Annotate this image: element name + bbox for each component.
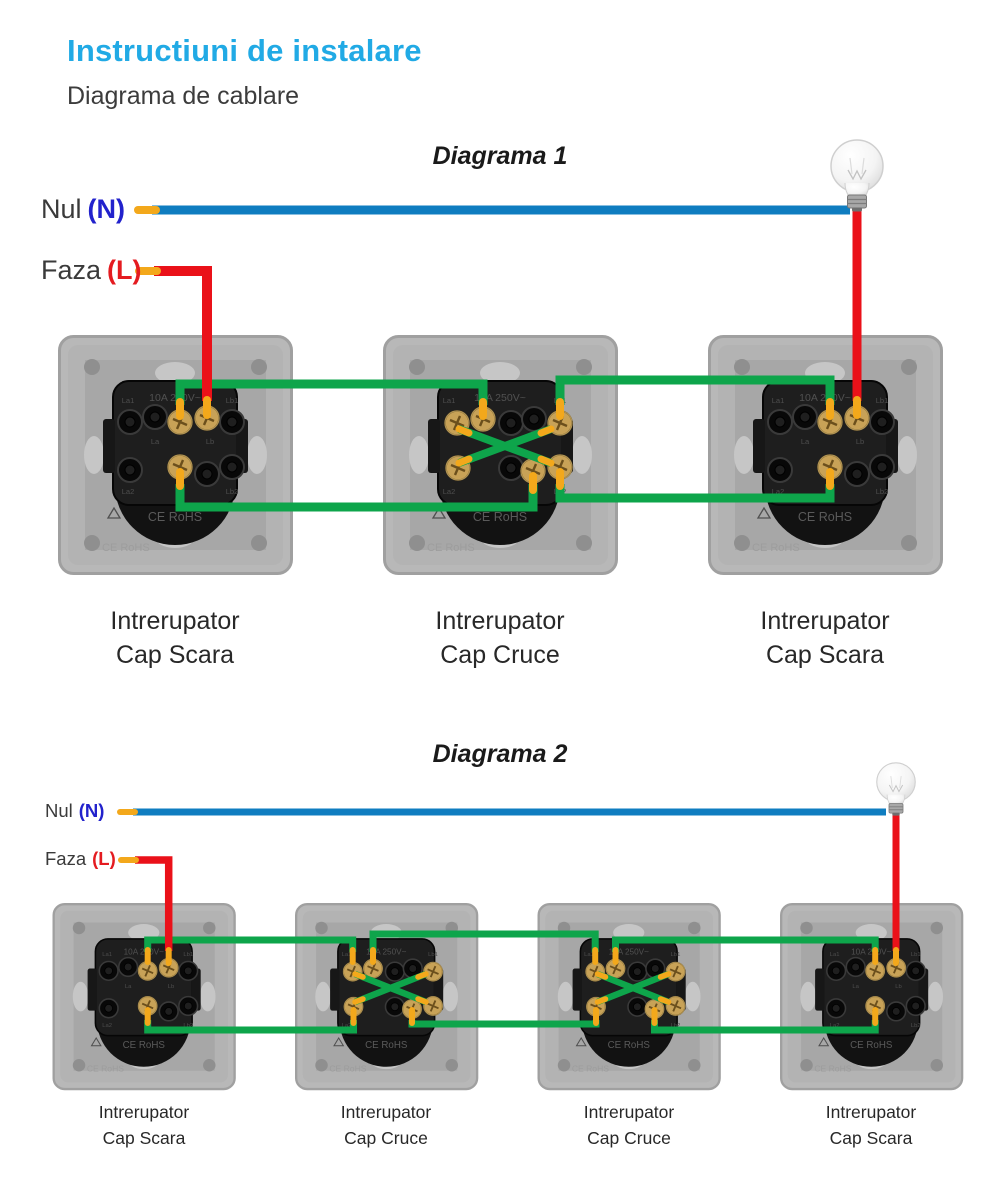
light-bulb-icon: [876, 762, 916, 817]
page-title: Instructiuni de instalare: [67, 33, 422, 68]
switch-label-line2: Cap Scara: [115, 641, 235, 669]
switch-label-line1: Intrerupator: [110, 607, 240, 635]
traveler-wire-top: [144, 936, 357, 952]
switch-device-scara: [781, 904, 962, 1089]
diagram1-title: Diagrama 1: [432, 142, 568, 170]
switch-label-line1: Intrerupator: [583, 1102, 675, 1122]
neutral-code: (N): [87, 194, 125, 224]
wire-tips: [134, 206, 861, 494]
phase-feed-wire: [135, 856, 173, 951]
phase-name: Faza: [45, 848, 87, 869]
page-subtitle: Diagrama de cablare: [67, 82, 300, 110]
phase-code: (L): [107, 255, 142, 285]
phase-label: Faza(L): [41, 255, 142, 286]
switch-device-scara: [710, 337, 942, 574]
switch-label-line2: Cap Cruce: [440, 641, 560, 669]
traveler-wire-top: [175, 379, 488, 405]
neutral-code: (N): [78, 800, 105, 821]
crossover-wire-tips: [455, 425, 555, 467]
diagram2-title: Diagrama 2: [432, 740, 568, 768]
switch-label-line2: Cap Scara: [102, 1128, 186, 1148]
switch-device-cruce: [385, 337, 617, 574]
switch-label: Intrerupator Cap Cruce: [380, 604, 620, 672]
switch-label-line1: Intrerupator: [825, 1102, 917, 1122]
phase-code: (L): [92, 848, 116, 869]
switch-label-line2: Cap Scara: [829, 1128, 913, 1148]
switch-label-line2: Cap Cruce: [587, 1128, 671, 1148]
wire-tips: [117, 809, 899, 1026]
switch-label-line2: Cap Cruce: [344, 1128, 428, 1148]
traveler-wire-bottom: [408, 1020, 600, 1028]
traveler-wire-bottom: [175, 484, 538, 512]
switch-device-scara: [54, 904, 235, 1089]
neutral-name: Nul: [45, 800, 73, 821]
neutral-label: Nul(N): [41, 194, 125, 225]
traveler-wire-top: [369, 930, 599, 952]
switch-label-line1: Intrerupator: [760, 607, 890, 635]
switch-label: Intrerupator Cap Scara: [705, 604, 945, 672]
switch-label: Intrerupator Cap Scara: [44, 1099, 244, 1151]
traveler-wire-top: [555, 375, 835, 405]
switch-device-scara: [60, 337, 292, 574]
phase-feed-wire: [154, 266, 212, 401]
traveler-wire-top: [612, 936, 879, 952]
switch-label: Intrerupator Cap Scara: [771, 1099, 971, 1151]
switch-label-line2: Cap Scara: [765, 641, 885, 669]
phase-name: Faza: [41, 255, 102, 285]
neutral-label: Nul(N): [45, 800, 104, 822]
crossover-wire: [596, 970, 670, 1006]
crossover-wire: [353, 970, 428, 1006]
traveler-wire-bottom: [555, 484, 835, 503]
neutral-name: Nul: [41, 194, 82, 224]
crossover-wire-tips: [352, 971, 672, 1005]
crossover-wire: [457, 425, 553, 467]
phase-label: Faza(L): [45, 848, 116, 870]
switch-label: Intrerupator Cap Cruce: [529, 1099, 729, 1151]
switch-label-line1: Intrerupator: [98, 1102, 190, 1122]
switch-label: Intrerupator Cap Scara: [55, 604, 295, 672]
switch-label-line1: Intrerupator: [435, 607, 565, 635]
switch-label: Intrerupator Cap Cruce: [286, 1099, 486, 1151]
switch-label-line1: Intrerupator: [340, 1102, 432, 1122]
